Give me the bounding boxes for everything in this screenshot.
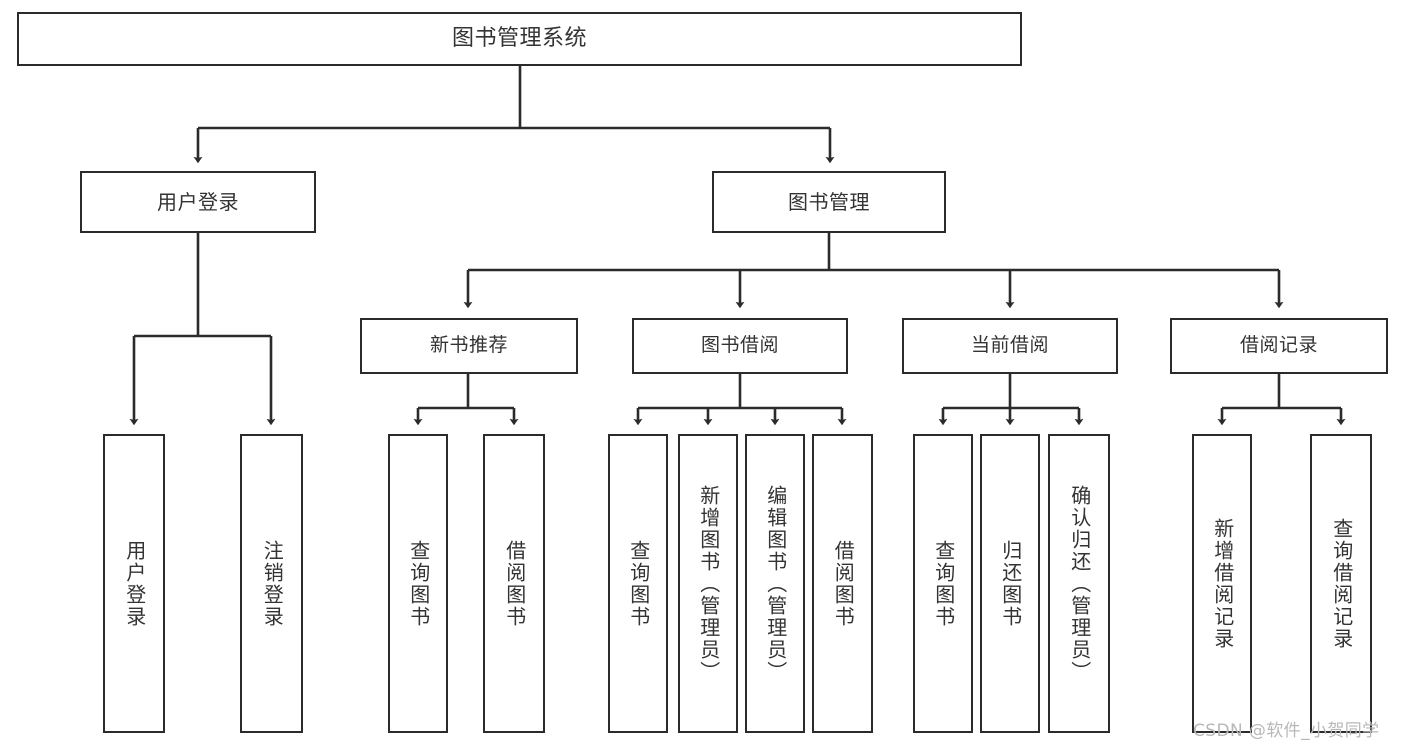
- node-leaf-logout-label: 注销登录: [260, 539, 285, 628]
- node-book-manage[interactable]: 图书管理: [712, 171, 946, 233]
- node-leaf-query-book-3-label: 查询图书: [931, 539, 956, 628]
- node-leaf-logout[interactable]: 注销登录: [240, 434, 303, 733]
- edges-newbook-to-leaves: [413, 374, 519, 426]
- node-leaf-query-book-3[interactable]: 查询图书: [913, 434, 973, 733]
- node-leaf-user-login[interactable]: 用户登录: [103, 434, 165, 733]
- node-leaf-user-login-label: 用户登录: [122, 539, 147, 628]
- node-leaf-query-book-2[interactable]: 查询图书: [608, 434, 668, 733]
- node-user-login-label: 用户登录: [157, 189, 239, 214]
- node-borrow-record[interactable]: 借阅记录: [1170, 318, 1388, 374]
- node-leaf-borrow-book-2-label: 借阅图书: [831, 539, 856, 628]
- node-leaf-return-book[interactable]: 归还图书: [980, 434, 1040, 733]
- node-current-borrow-label: 当前借阅: [970, 334, 1049, 357]
- node-borrow-record-label: 借阅记录: [1239, 334, 1318, 357]
- node-leaf-add-book-label: 新增图书（管理员）: [696, 484, 721, 683]
- node-leaf-add-book[interactable]: 新增图书（管理员）: [678, 434, 738, 733]
- node-user-login[interactable]: 用户登录: [80, 171, 316, 233]
- node-leaf-add-record[interactable]: 新增借阅记录: [1192, 434, 1252, 733]
- node-root[interactable]: 图书管理系统: [17, 12, 1022, 66]
- node-current-borrow[interactable]: 当前借阅: [902, 318, 1118, 374]
- node-leaf-borrow-book-2[interactable]: 借阅图书: [812, 434, 873, 733]
- node-leaf-query-record[interactable]: 查询借阅记录: [1310, 434, 1372, 733]
- node-leaf-edit-book[interactable]: 编辑图书（管理员）: [745, 434, 805, 733]
- node-leaf-return-book-label: 归还图书: [998, 539, 1023, 628]
- edges-currentborrow-to-leaves: [938, 374, 1084, 426]
- csdn-watermark: CSDN @软件_小贺同学: [1193, 721, 1380, 741]
- node-new-book-rec[interactable]: 新书推荐: [360, 318, 578, 374]
- node-leaf-confirm-return-label: 确认归还（管理员）: [1067, 484, 1092, 683]
- node-book-borrow-label: 图书借阅: [700, 334, 779, 357]
- node-leaf-query-book-1-label: 查询图书: [406, 539, 431, 628]
- node-leaf-edit-book-label: 编辑图书（管理员）: [763, 484, 788, 683]
- node-leaf-confirm-return[interactable]: 确认归还（管理员）: [1048, 434, 1110, 733]
- edges-borrowrecord-to-leaves: [1217, 374, 1346, 426]
- node-root-label: 图书管理系统: [451, 26, 587, 52]
- edges-userlogin-to-leaves: [129, 233, 276, 426]
- node-leaf-borrow-book-1[interactable]: 借阅图书: [483, 434, 545, 733]
- edges-bookmanage-to-level2: [463, 233, 1284, 309]
- node-leaf-borrow-book-1-label: 借阅图书: [502, 539, 527, 628]
- node-leaf-add-record-label: 新增借阅记录: [1210, 517, 1235, 650]
- node-leaf-query-record-label: 查询借阅记录: [1329, 517, 1354, 650]
- node-leaf-query-book-2-label: 查询图书: [626, 539, 651, 628]
- edges-root-to-level1: [193, 66, 835, 164]
- node-book-borrow[interactable]: 图书借阅: [632, 318, 848, 374]
- node-leaf-query-book-1[interactable]: 查询图书: [388, 434, 448, 733]
- edges-bookborrow-to-leaves: [633, 374, 847, 426]
- node-new-book-rec-label: 新书推荐: [429, 334, 508, 357]
- node-book-manage-label: 图书管理: [788, 189, 870, 214]
